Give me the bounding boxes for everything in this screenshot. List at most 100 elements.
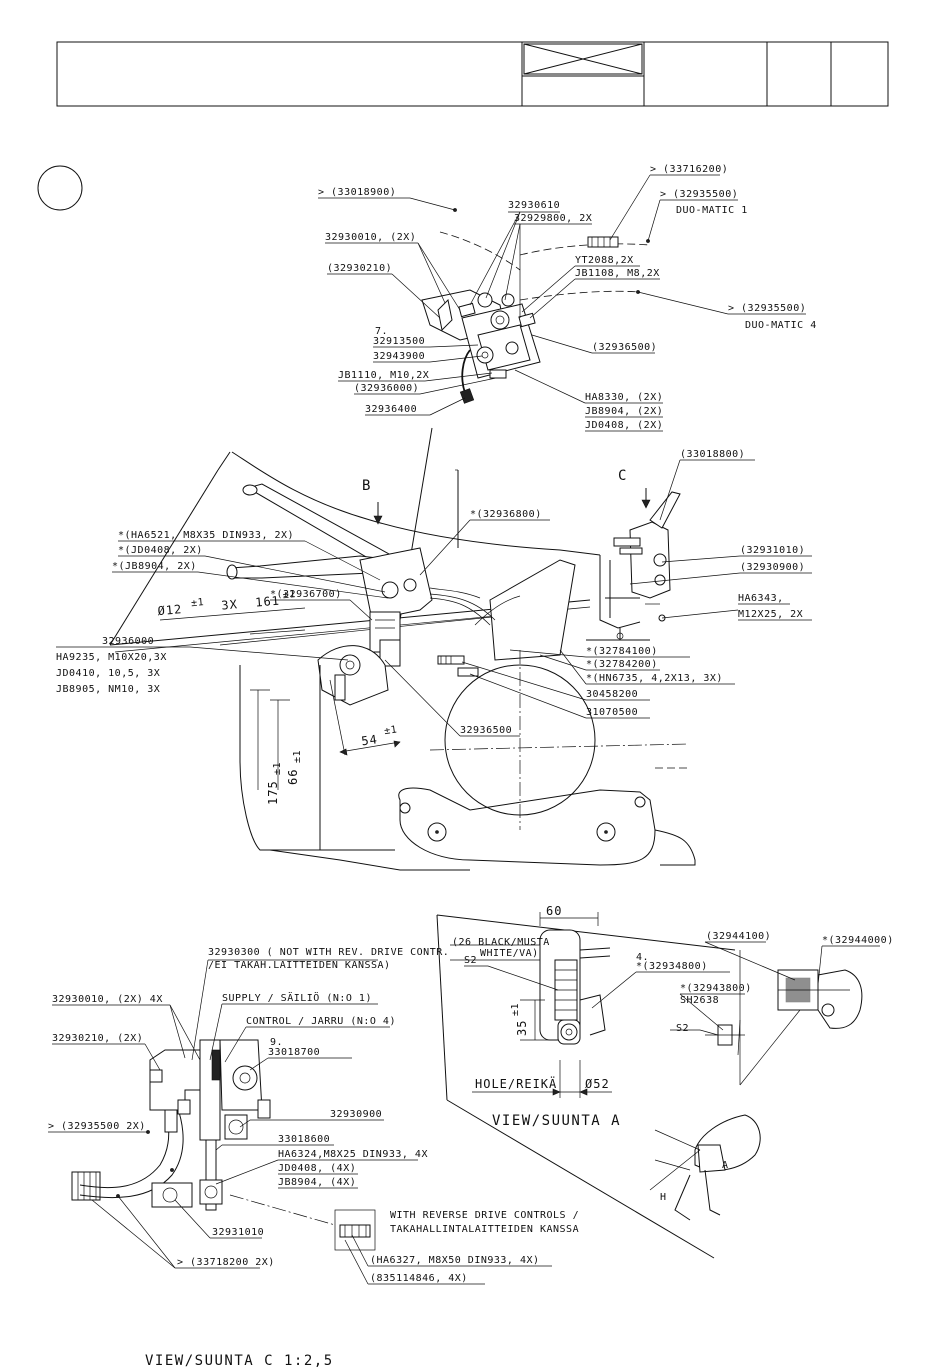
label-jd0408-c: JD0408, (4X) (278, 1163, 356, 1174)
label-jb1108: JB1108, M8,2X (575, 268, 660, 279)
label-32936700: *(32936700) (270, 589, 342, 600)
label-jb8904-top: JB8904, (2X) (585, 406, 663, 417)
label-32936400: 32936400 (365, 404, 417, 415)
view-a-caption: VIEW/SUUNTA A (492, 1113, 621, 1129)
label-32930010: 32930010, (2X) (325, 232, 416, 243)
label-33718200: > (33718200 2X) (177, 1257, 275, 1268)
label-ha9235: HA9235, M10X20,3X (56, 652, 167, 663)
view-c-caption: VIEW/SUUNTA C 1:2,5 (145, 1353, 334, 1369)
label-32930610: 32930610 (508, 200, 560, 211)
dim-dia12-qty: 3X (221, 597, 239, 612)
label-32944000: *(32944000) (822, 935, 894, 946)
label-32935500-c: > (32935500 2X) (48, 1121, 146, 1132)
label-835114846: (835114846, 4X) (370, 1273, 468, 1284)
label-32930210-c: 32930210, (2X) (52, 1033, 143, 1044)
label-ha6324: HA6324,M8X25 DIN933, 4X (278, 1149, 428, 1160)
label-ha8330: HA8330, (2X) (585, 392, 663, 403)
label-jb8904-c: JB8904, (4X) (278, 1177, 356, 1188)
label-32784200: *(32784200) (586, 659, 658, 670)
main-labels: B C (33018800) *(32936800) *(HA6521, M8X… (56, 449, 805, 805)
label-32935500-top: > (32935500) (660, 189, 738, 200)
dim-60: 60 (546, 904, 562, 918)
dim-35-tol: ±1 (510, 1003, 521, 1016)
label-32930300-b: /EI TAKAH.LAITTEIDEN KANSSA) (208, 960, 391, 971)
label-32936800: *(32936800) (470, 509, 542, 520)
view-a-assembly (436, 912, 863, 1259)
label-32930210: (32930210) (327, 263, 392, 274)
label-item-9: 9. (270, 1037, 283, 1048)
label-duomatic-1: DUO-MATIC 1 (676, 205, 748, 216)
dim-161: 161 (255, 594, 281, 610)
label-32784100: *(32784100) (586, 646, 658, 657)
label-jb1110: JB1110, M10,2X (338, 370, 429, 381)
label-duomatic-4: DUO-MATIC 4 (745, 320, 817, 331)
view-marker-c: C (618, 468, 628, 484)
label-jb8905: JB8905, NM10, 3X (56, 684, 160, 695)
label-arrow-a: A (722, 1160, 729, 1171)
label-32943800: *(32943800) (680, 983, 752, 994)
title-block (56, 41, 889, 107)
label-32936000-main: 32936000 (102, 636, 154, 647)
label-ha6521: *(HA6521, M8X35 DIN933, 2X) (118, 530, 294, 541)
label-reverse-a: WITH REVERSE DRIVE CONTROLS / (390, 1210, 579, 1221)
label-32930900-main: (32930900) (740, 562, 805, 573)
label-32936000-top: (32936000) (354, 383, 419, 394)
label-item-7: 7. (375, 326, 388, 337)
main-side-view (109, 427, 696, 871)
dim-54: 54 (360, 732, 378, 748)
label-jd0408-main: *(JD0408, 2X) (118, 545, 203, 556)
dim-dia52: Ø52 (585, 1077, 610, 1091)
label-32931010-c: 32931010 (212, 1227, 264, 1238)
dim-dia12-tol: ±1 (191, 597, 205, 609)
label-sh2638: SH2638 (680, 995, 719, 1006)
dim-54-tol: ±1 (384, 724, 398, 737)
label-hole: HOLE/REIKÄ (475, 1076, 557, 1091)
dim-175: 175 (266, 780, 280, 805)
dim-66-tol: ±1 (292, 750, 303, 763)
label-32930010-c: 32930010, (2X) 4X (52, 994, 163, 1005)
view-c-assembly (71, 1039, 376, 1251)
label-32930900-c: 32930900 (330, 1109, 382, 1120)
label-32931010-main: (32931010) (740, 545, 805, 556)
label-26-black: (26 BLACK/MUSTA (452, 937, 550, 948)
view-a-leaders (450, 941, 880, 1036)
label-32929800: 32929800, 2X (514, 213, 592, 224)
label-32936500-main: 32936500 (460, 725, 512, 736)
label-reverse-b: TAKAHALLINTALAITTEIDEN KANSSA (390, 1224, 579, 1235)
label-33018700: 33018700 (268, 1047, 320, 1058)
main-leaders (56, 459, 812, 737)
label-32935500-bottom: > (32935500) (728, 303, 806, 314)
label-item-4: 4. (636, 952, 649, 963)
label-s2-a: S2 (464, 955, 477, 966)
label-30458200: 30458200 (586, 689, 638, 700)
label-ha6327: (HA6327, M8X50 DIN933, 4X) (370, 1255, 540, 1266)
label-33716200: > (33716200) (650, 164, 728, 175)
label-control: CONTROL / JARRU (N:O 4) (246, 1016, 396, 1027)
label-33018900: > (33018900) (318, 187, 396, 198)
dim-dia12: Ø12 (157, 602, 183, 618)
label-supply: SUPPLY / SÄILIÖ (N:O 1) (222, 991, 372, 1004)
label-jd0410: JD0410, 10,5, 3X (56, 668, 160, 679)
label-arrow-h: H (660, 1192, 667, 1203)
label-32930300-a: 32930300 ( NOT WITH REV. DRIVE CONTR. (208, 947, 449, 958)
label-33018800-main: (33018800) (680, 449, 745, 460)
label-26-white: WHITE/VA) (480, 948, 539, 959)
label-32934800: *(32934800) (636, 961, 708, 972)
top-labels: > (33018900) 32930610 32929800, 2X 32930… (318, 164, 817, 431)
dim-175-tol: ±1 (272, 762, 283, 775)
label-32944100: (32944100) (706, 931, 771, 942)
view-c-labels: 32930300 ( NOT WITH REV. DRIVE CONTR. /E… (48, 947, 579, 1369)
dim-161-tol: ±1 (282, 589, 296, 601)
label-jb8904-main: *(JB8904, 2X) (112, 561, 197, 572)
label-32943900: 32943900 (373, 351, 425, 362)
label-hn6735: *(HN6735, 4,2X13, 3X) (586, 673, 723, 684)
label-32936500-top: (32936500) (592, 342, 657, 353)
dim-66: 66 (286, 769, 300, 785)
top-valve-assembly (421, 208, 651, 404)
label-s2-b: S2 (676, 1023, 689, 1034)
label-ha6343: HA6343, (738, 593, 784, 604)
view-marker-b: B (362, 478, 372, 494)
label-33018600: 33018600 (278, 1134, 330, 1145)
label-32913500: 32913500 (373, 336, 425, 347)
